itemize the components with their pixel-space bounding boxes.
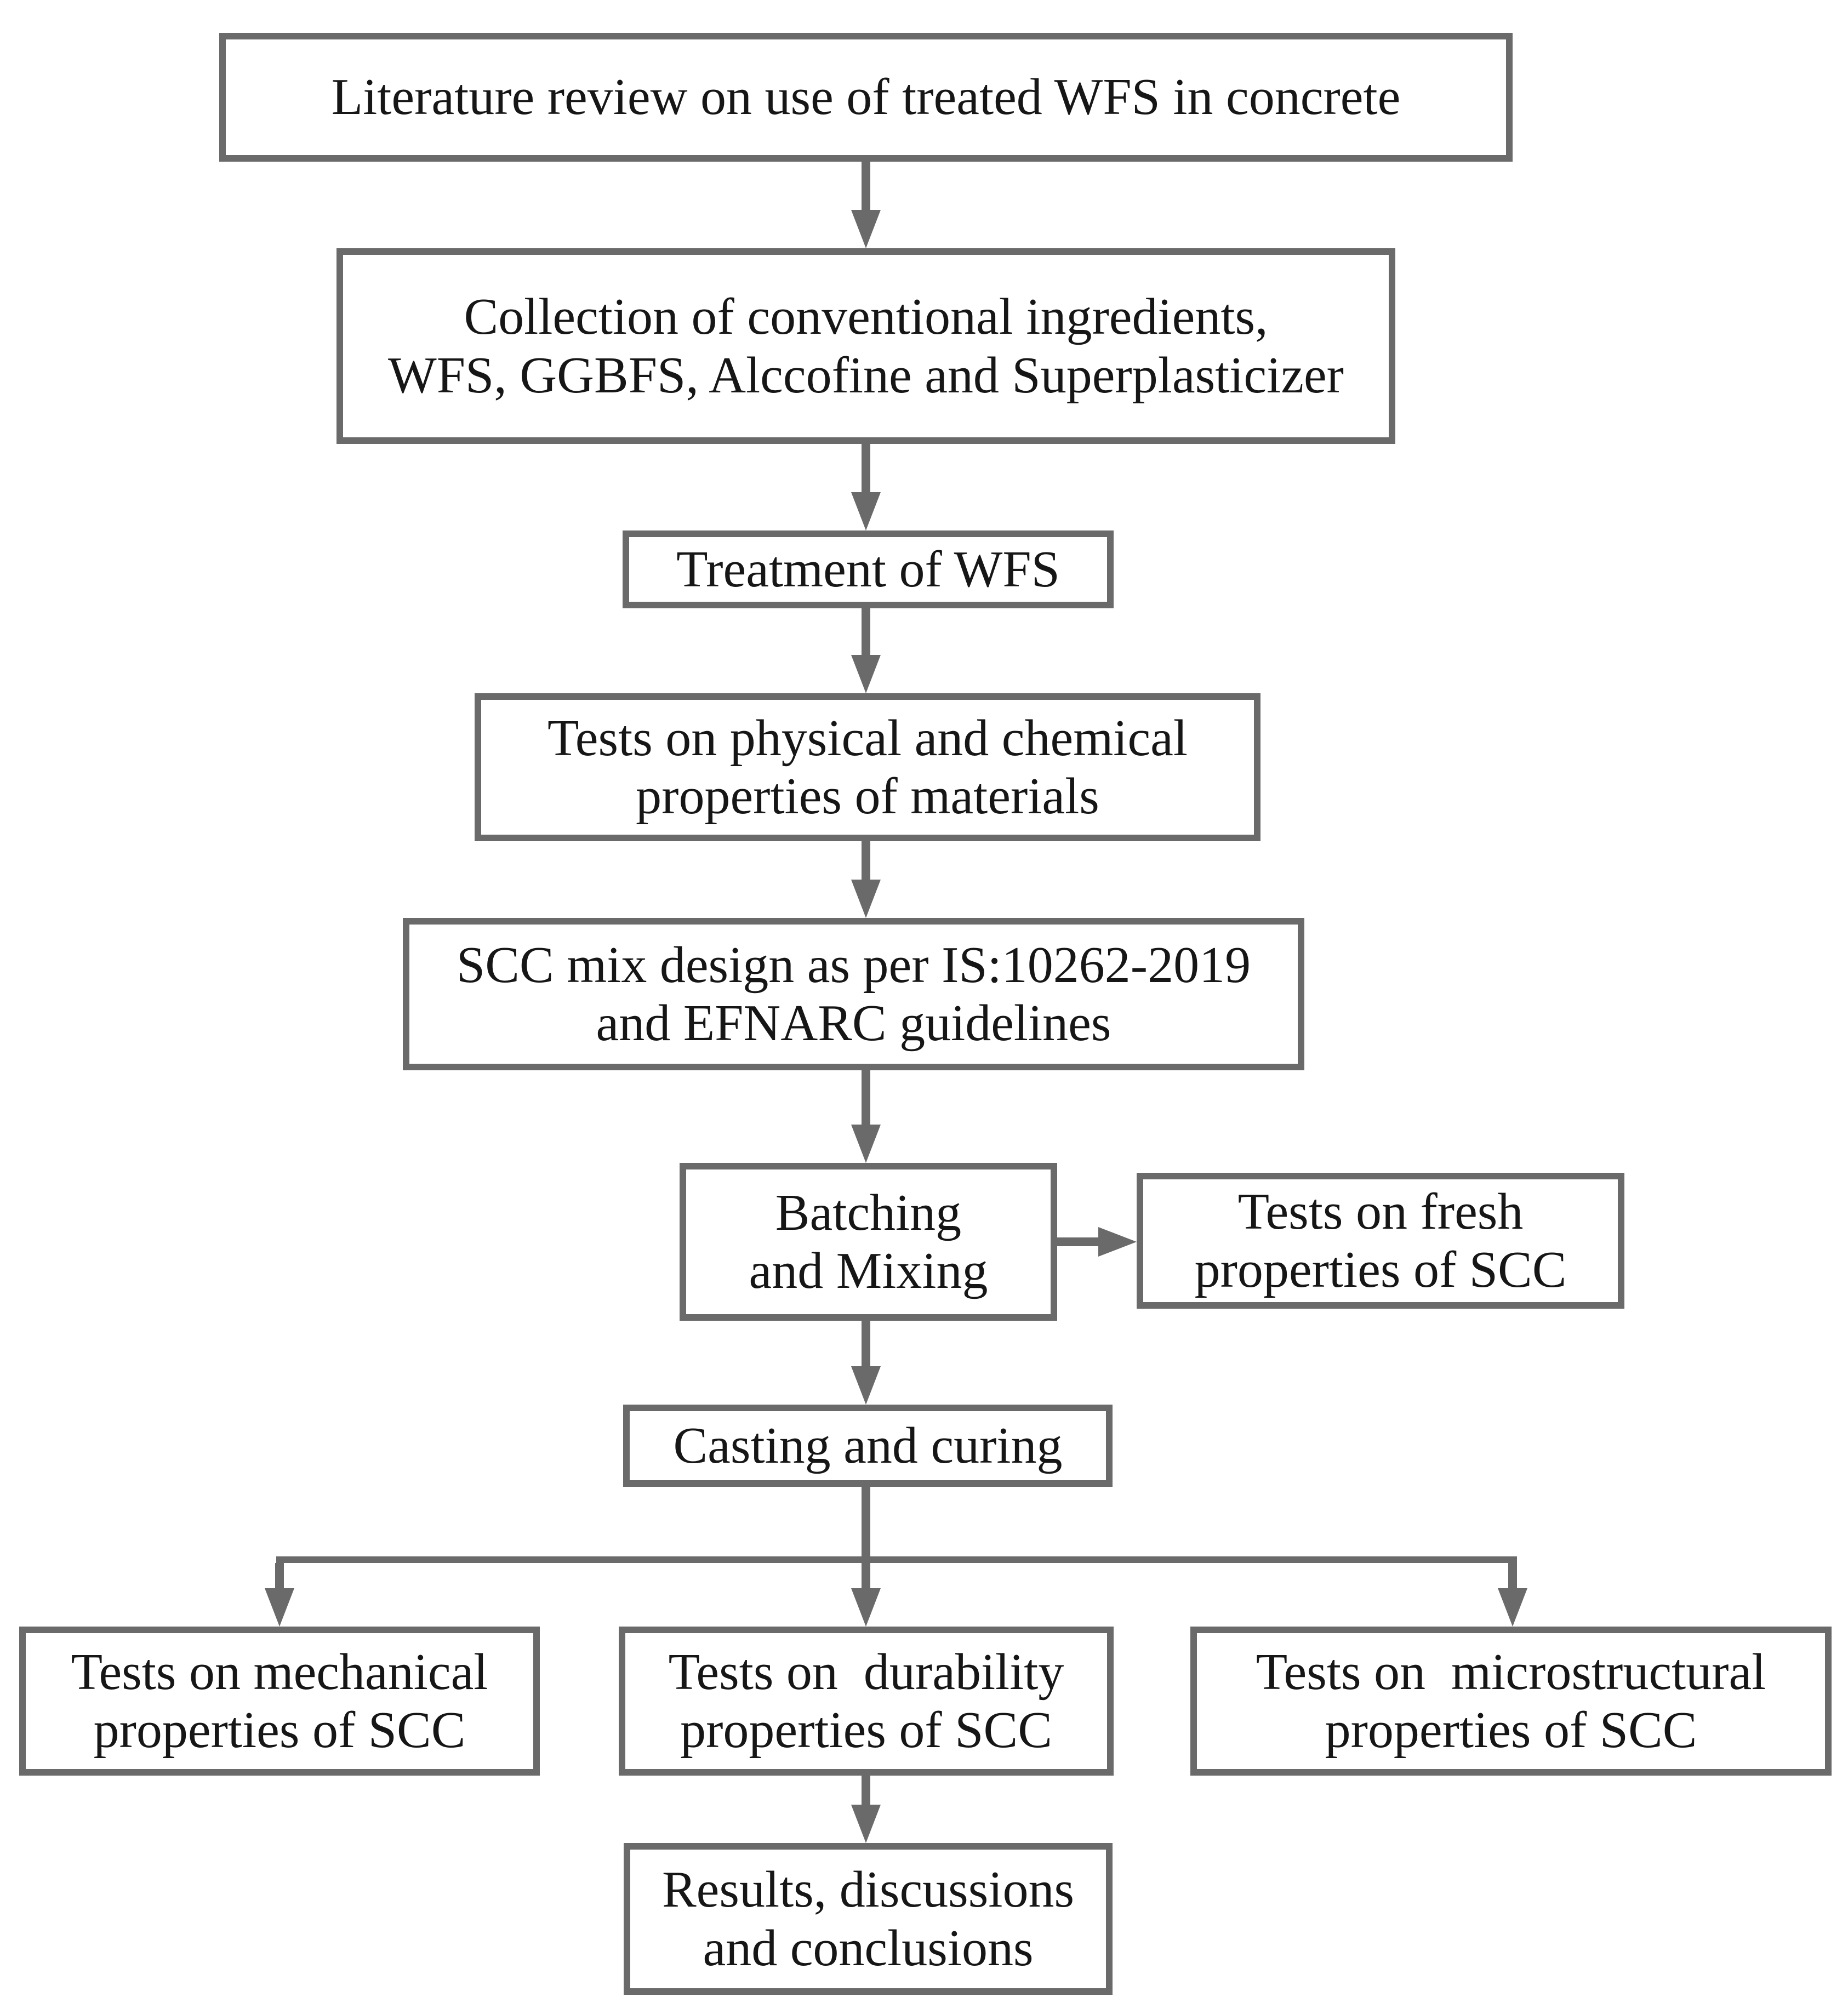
arrow-stem-treatment-to-material-tests [862,608,870,658]
flow-box-label: Literature review on use of treated WFS … [331,69,1401,126]
arrowhead-down-icon [851,1366,881,1405]
arrow-stem-material-tests-to-mix-design [862,841,870,883]
flow-box-casting-and-curing: Casting and curing [623,1405,1113,1487]
flow-box-durability-property-tests: Tests on durability properties of SCC [619,1627,1114,1776]
arrowhead-down-icon [851,880,881,918]
arrowhead-down-icon [851,1125,881,1163]
arrowhead-down-icon [851,1588,881,1627]
arrow-stem-branch-to-mechanical [275,1563,284,1591]
branch-line [276,1556,1517,1563]
arrow-stem-durability-to-results [862,1776,870,1808]
flow-box-fresh-property-tests: Tests on fresh properties of SCC [1137,1173,1624,1309]
flow-box-microstructural-property-tests: Tests on microstructural properties of S… [1190,1627,1832,1776]
flow-box-label: Tests on physical and chemical propertie… [547,709,1188,825]
flow-box-label: Tests on fresh properties of SCC [1194,1183,1567,1298]
flow-box-label: Tests on durability properties of SCC [668,1643,1064,1759]
arrow-stem-casting-to-branch [862,1487,870,1592]
arrowhead-down-icon [1498,1588,1527,1627]
flow-box-label: Results, discussions and conclusions [661,1861,1075,1977]
flow-box-batching-and-mixing: Batching and Mixing [680,1163,1057,1321]
arrowhead-down-icon [851,492,881,530]
flow-box-label: Collection of conventional ingredients, … [388,288,1344,404]
flow-box-label: Batching and Mixing [749,1184,988,1299]
flow-box-treatment-of-wfs: Treatment of WFS [623,530,1114,608]
arrowhead-right-icon [1098,1227,1137,1257]
arrow-stem-branch-to-microstructural [1508,1563,1517,1591]
flow-box-label: Tests on mechanical properties of SCC [71,1643,488,1759]
flow-box-label: Casting and curing [673,1417,1063,1474]
arrow-stem-batching-to-casting [862,1321,870,1367]
flow-box-mechanical-property-tests: Tests on mechanical properties of SCC [19,1627,540,1776]
flow-box-literature-review: Literature review on use of treated WFS … [219,33,1513,162]
arrowhead-down-icon [851,1805,881,1843]
arrow-stem-literature-to-collection [862,162,870,214]
flow-box-material-property-tests: Tests on physical and chemical propertie… [475,693,1260,841]
arrow-stem-collection-to-treatment [862,444,870,494]
flow-box-label: Tests on microstructural properties of S… [1256,1643,1766,1759]
flow-box-collection-of-ingredients: Collection of conventional ingredients, … [336,248,1395,444]
flow-box-scc-mix-design: SCC mix design as per IS:10262-2019 and … [403,918,1304,1070]
flow-box-results-conclusions: Results, discussions and conclusions [624,1843,1113,1995]
arrowhead-down-icon [851,655,881,693]
flow-box-label: Treatment of WFS [676,540,1060,598]
arrowhead-down-icon [851,210,881,248]
arrow-stem-batching-to-fresh-tests [1057,1237,1102,1246]
arrow-stem-mix-design-to-batching [862,1070,870,1127]
arrowhead-down-icon [265,1588,294,1627]
flow-box-label: SCC mix design as per IS:10262-2019 and … [456,936,1251,1052]
